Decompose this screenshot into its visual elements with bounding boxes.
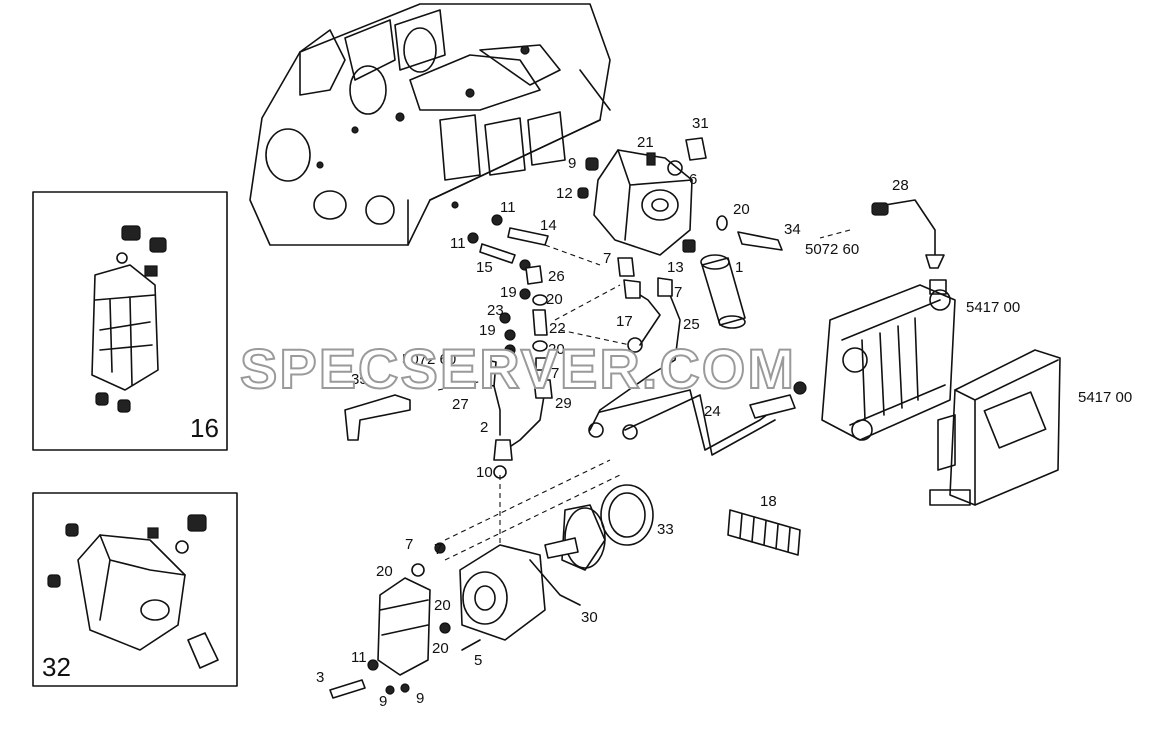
callout-31: 31	[692, 115, 709, 132]
inset-16-label: 16	[190, 413, 219, 443]
callout-9-lower-a: 9	[379, 693, 387, 710]
callout-12: 12	[556, 185, 573, 202]
heat-exchanger	[821, 279, 956, 441]
callout-11-c: 11	[351, 649, 367, 666]
callout-24: 24	[704, 403, 721, 420]
callout-7-b: 7	[674, 284, 682, 301]
callout-6: 6	[689, 171, 697, 188]
callout-7-e: 7	[434, 541, 442, 558]
bracket-35	[344, 394, 411, 441]
callout-26: 26	[548, 268, 565, 285]
callout-1: 1	[735, 259, 743, 276]
watermark: SPECSERVER.COM	[240, 337, 796, 400]
callout-15: 15	[476, 259, 493, 276]
callout-7-a: 7	[603, 250, 611, 267]
injection-pump-upper	[577, 137, 783, 256]
callout-20-f: 20	[432, 640, 449, 657]
callout-20-b: 20	[546, 291, 563, 308]
inset-32-label: 32	[42, 652, 71, 682]
callout-30: 30	[581, 609, 598, 626]
callout-21: 21	[637, 134, 654, 151]
callout-labels: 16 32 31 21 9 6 12 20 34 28 5072 60 11 1…	[42, 115, 1132, 710]
callout-27: 27	[452, 396, 469, 413]
callout-9-lower-b: 9	[416, 690, 424, 707]
callout-22: 22	[549, 320, 566, 337]
leader-lines	[437, 229, 851, 561]
callout-25: 25	[683, 316, 700, 333]
callout-3: 3	[316, 669, 324, 686]
callout-7-c: 7	[551, 365, 559, 382]
callout-5417-00-a: 5417 00	[966, 299, 1020, 316]
callout-33: 33	[657, 521, 674, 538]
callout-17: 17	[616, 313, 633, 330]
callout-9-upper: 9	[568, 155, 576, 172]
callout-5072-60-a: 5072 60	[805, 241, 859, 258]
callout-20-d: 20	[376, 563, 393, 580]
feed-pump-lower	[459, 484, 654, 641]
engine-block	[249, 3, 611, 246]
fitting-28	[871, 199, 945, 269]
callout-11-b: 11	[450, 235, 466, 252]
callout-35: 35	[351, 371, 368, 388]
callout-34: 34	[784, 221, 801, 238]
pump-cover-lower	[329, 542, 481, 699]
callout-13: 13	[667, 259, 684, 276]
connector-18	[727, 509, 801, 556]
callout-19-b: 19	[479, 322, 496, 339]
callout-2: 2	[480, 419, 488, 436]
fuel-pipes	[483, 257, 807, 479]
fuel-filter	[700, 254, 746, 329]
callout-20-e: 20	[434, 597, 451, 614]
callout-5417-00-b: 5417 00	[1078, 389, 1132, 406]
inset-16	[32, 191, 228, 451]
callout-23: 23	[487, 302, 504, 319]
callout-11-a: 11	[500, 199, 516, 216]
callout-14: 14	[540, 217, 557, 234]
callout-5: 5	[474, 652, 482, 669]
callout-8: 8	[506, 345, 514, 362]
callout-20-a: 20	[733, 201, 750, 218]
inset-32	[32, 492, 238, 687]
inset-32-frame	[32, 492, 238, 687]
fittings-column	[467, 214, 549, 371]
inset-16-frame	[32, 191, 228, 451]
callout-20-c: 20	[548, 341, 565, 358]
ecu-module	[929, 349, 1061, 506]
callout-5072-60-b: 5072 60	[402, 351, 456, 368]
callout-7-d: 7	[405, 536, 413, 553]
callout-10: 10	[476, 464, 493, 481]
callout-29: 29	[555, 395, 572, 412]
callout-18: 18	[760, 493, 777, 510]
callout-28: 28	[892, 177, 909, 194]
callout-19-a: 19	[500, 284, 517, 301]
